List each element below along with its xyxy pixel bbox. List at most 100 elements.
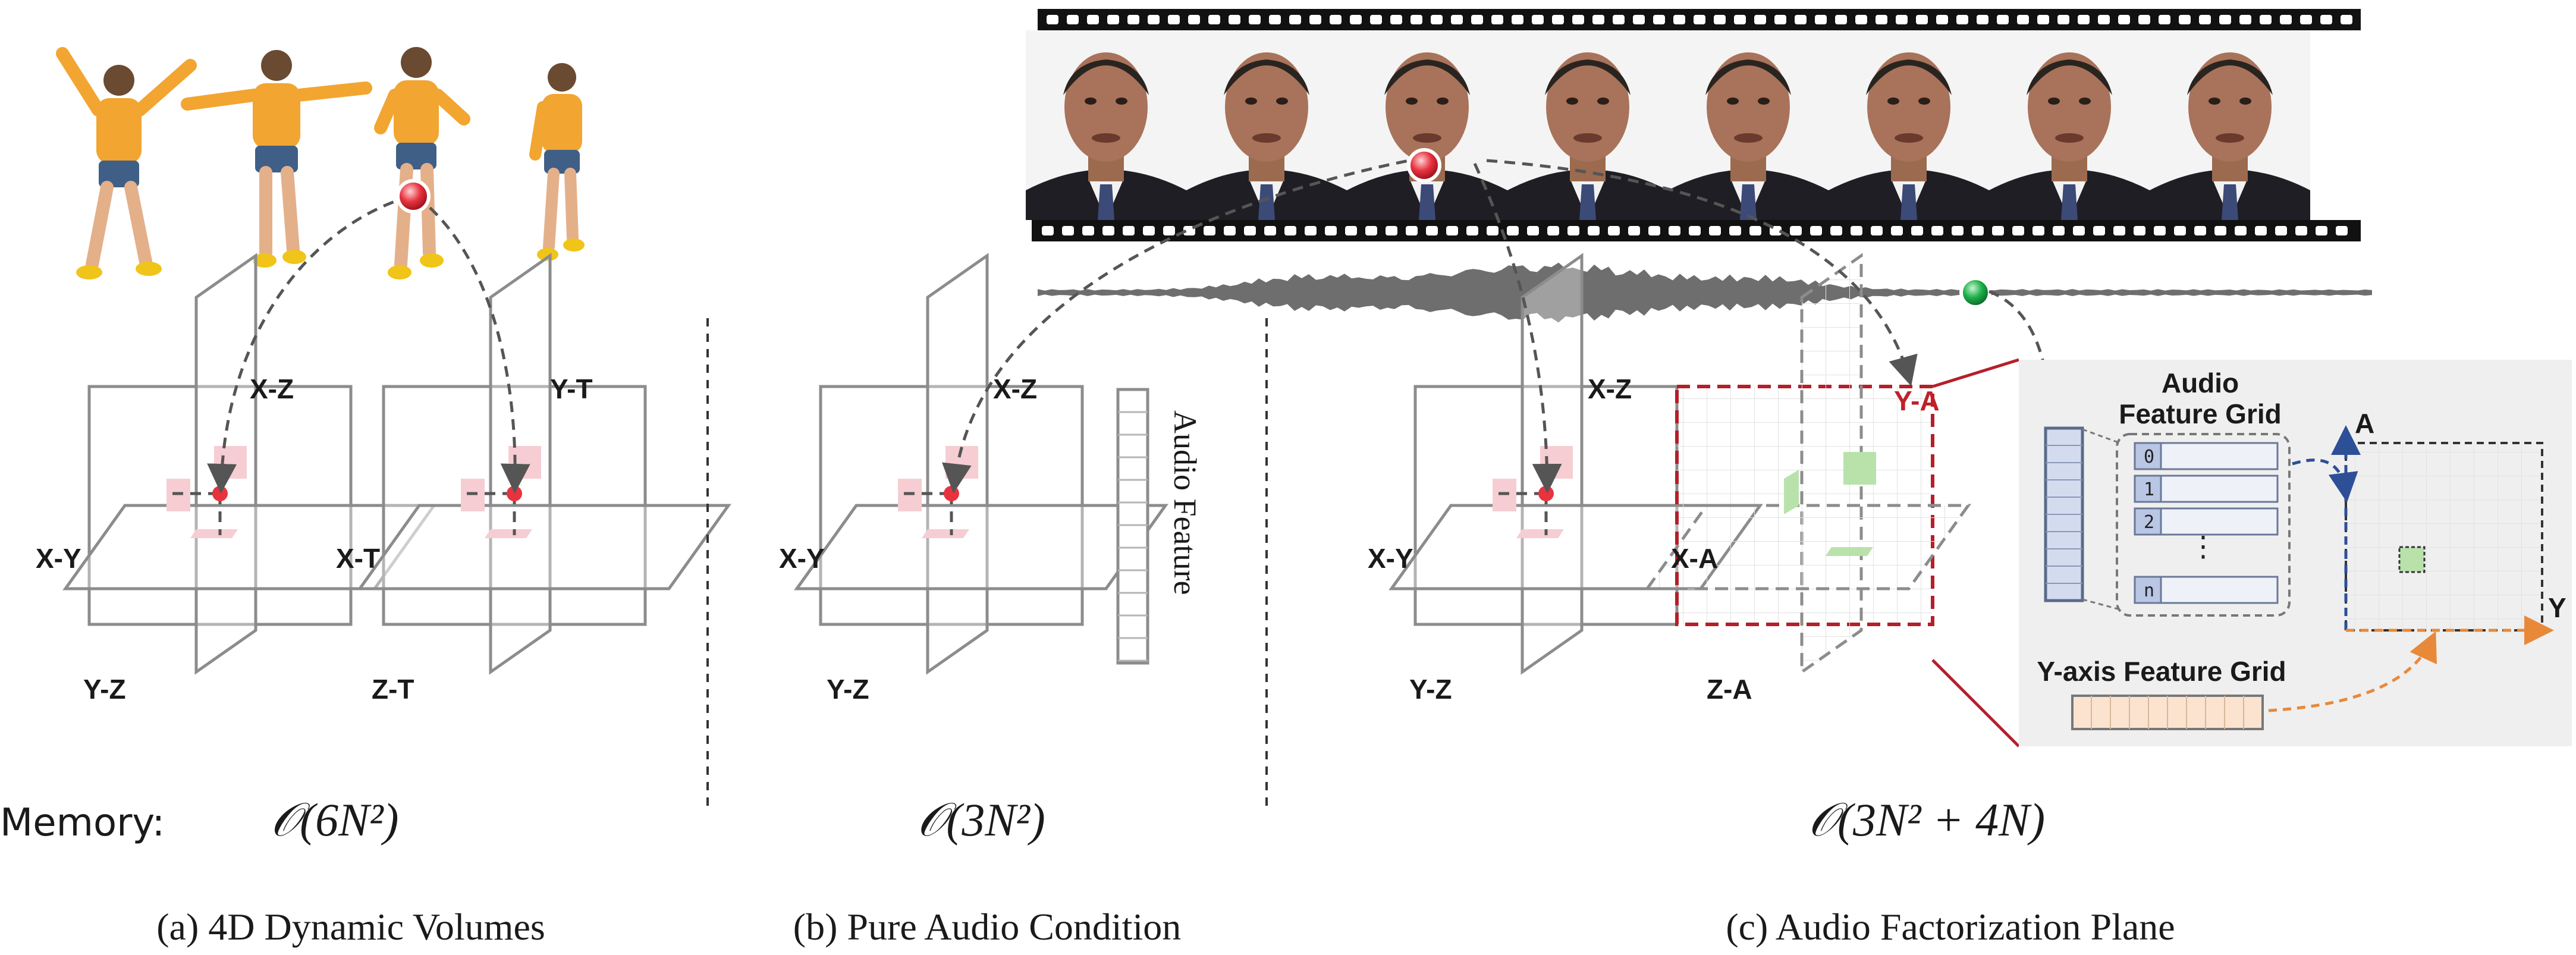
detail-panel: Audio Feature Grid 012⋮n A Y Y-axis Feat… [2019, 360, 2572, 746]
sprocket-hole [1972, 226, 1984, 235]
sprocket-hole [1608, 226, 1620, 235]
sprocket-hole [2154, 226, 2166, 235]
plane-label: X-Z [993, 373, 1037, 404]
sprocket-hole [1992, 226, 2004, 235]
sprocket-hole [2300, 15, 2312, 24]
sprocket-hole [1082, 226, 1094, 235]
sprocket-hole [2235, 226, 2247, 235]
sprocket-hole [1345, 226, 1357, 235]
sprocket-hole [1507, 226, 1519, 235]
sample-arrow [1473, 162, 1562, 494]
zoom-line [1932, 358, 2019, 388]
volume-2: Y-T X-T Z-T [336, 256, 728, 705]
sprocket-hole [1143, 226, 1155, 235]
sprocket-hole [1249, 15, 1261, 24]
sprocket-hole [1567, 226, 1579, 235]
panel-a: X-Z X-Y Y-Z Y-T X-T Z-T Memory: 𝒪(6N²) (… [0, 47, 728, 948]
plane-label: X-Y [1368, 543, 1413, 574]
plane-label: Y-Z [827, 674, 869, 705]
sprocket-hole [1871, 226, 1883, 235]
green-cell [2398, 546, 2426, 573]
video-frame [1668, 30, 1829, 220]
sprocket-hole [1694, 15, 1705, 24]
sprocket-hole [1330, 15, 1342, 24]
sprocket-hole [1729, 226, 1741, 235]
sprocket-hole [1431, 15, 1443, 24]
sprocket-hole [1876, 15, 1887, 24]
sprocket-hole [1734, 15, 1746, 24]
sprocket-hole [1229, 15, 1240, 24]
sprocket-hole [1689, 226, 1701, 235]
pink-cell [214, 446, 247, 479]
sprocket-hole [1325, 226, 1337, 235]
sprocket-hole [2053, 226, 2065, 235]
sprocket-hole [2138, 15, 2150, 24]
sprocket-hole [2093, 226, 2105, 235]
sprocket-hole [2295, 226, 2307, 235]
sprocket-hole [2012, 226, 2024, 235]
caption-b: (b) Pure Audio Condition [793, 906, 1181, 948]
sample-arrow [207, 194, 411, 494]
sprocket-hole [1835, 15, 1847, 24]
green-cell [1843, 452, 1876, 485]
video-frame [1829, 30, 1989, 220]
sample-arrow [1486, 159, 1918, 387]
sprocket-hole [1916, 15, 1928, 24]
grid-title: Audio [2162, 367, 2239, 398]
sprocket-hole [1087, 15, 1099, 24]
sample-point [944, 486, 959, 501]
volume-1: X-Z X-Y Y-Z [36, 256, 434, 705]
sprocket-hole [2341, 15, 2352, 24]
sprocket-hole [1365, 226, 1377, 235]
video-frame [1989, 30, 2150, 220]
sprocket-hole [1997, 15, 2009, 24]
plane-label-y-a: Y-A [1894, 385, 1940, 416]
sprocket-hole [1754, 15, 1766, 24]
sprocket-hole [2134, 226, 2145, 235]
sprocket-hole [1512, 15, 1523, 24]
plane-label: Y-T [550, 373, 593, 404]
complexity-c: 𝒪(3N² + 4N) [1808, 794, 2045, 846]
sprocket-hole [1426, 226, 1438, 235]
sprocket-hole [1714, 15, 1726, 24]
grid-row-index: n [2144, 580, 2154, 601]
sprocket-hole [2113, 226, 2125, 235]
sprocket-hole [1790, 226, 1802, 235]
sprocket-hole [1774, 15, 1786, 24]
sprocket-hole [1669, 226, 1680, 235]
sprocket-hole [2214, 226, 2226, 235]
sprocket-hole [1451, 15, 1463, 24]
plane-label: Y-Z [1409, 674, 1452, 705]
memory-label: Memory: [0, 801, 165, 845]
sample-arrow [942, 156, 1425, 494]
zoom-line [1931, 659, 2020, 747]
video-frame [2150, 30, 2310, 220]
plane-label: X-T [336, 543, 380, 574]
sprocket-hole [1289, 15, 1301, 24]
complexity-b: 𝒪(3N²) [917, 794, 1045, 846]
sprocket-hole [2032, 226, 2044, 235]
audio-point-green [1959, 277, 1991, 309]
sprocket-hole [1891, 226, 1903, 235]
sprocket-hole [1487, 226, 1499, 235]
sprocket-hole [2239, 15, 2251, 24]
sprocket-hole [2255, 226, 2267, 235]
sample-point [1538, 486, 1554, 501]
sprocket-hole [1123, 226, 1135, 235]
sprocket-hole [1588, 226, 1600, 235]
sprocket-hole [1148, 15, 1160, 24]
sprocket-hole [2336, 226, 2348, 235]
sprocket-hole [2320, 15, 2332, 24]
sprocket-hole [1896, 15, 1908, 24]
video-frame [1186, 30, 1347, 220]
sprocket-hole [1709, 226, 1721, 235]
sprocket-hole [1749, 226, 1761, 235]
sprocket-hole [1956, 15, 1968, 24]
caption-a: (a) 4D Dynamic Volumes [156, 906, 545, 948]
grid-row: 2 [2134, 507, 2279, 536]
video-frame [1026, 30, 1186, 220]
sample-arrow [415, 195, 530, 494]
plane-label: X-Z [1588, 373, 1632, 404]
sprocket-hole [1183, 226, 1195, 235]
